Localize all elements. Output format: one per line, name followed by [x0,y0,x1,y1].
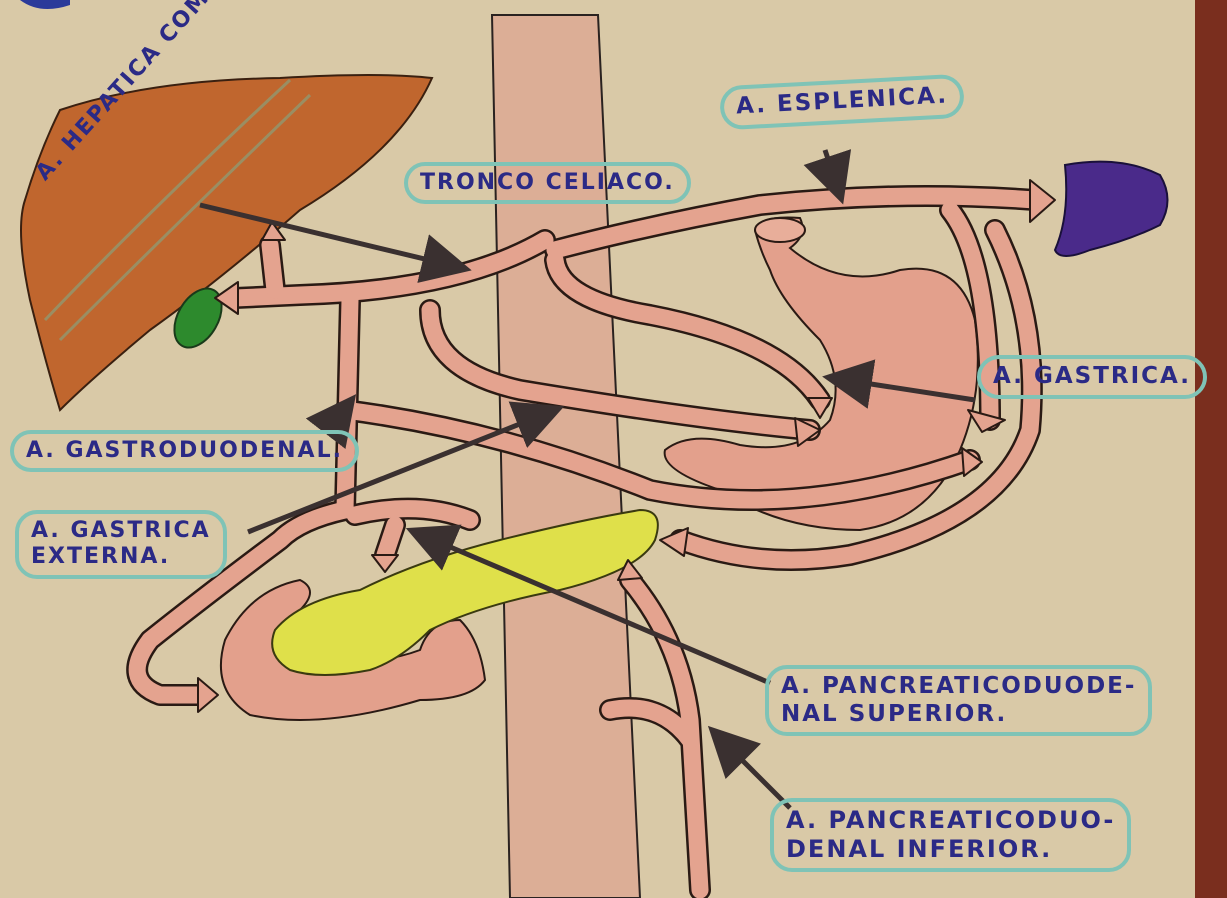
label-tronco-celiaco: TRONCO CELIACO. [404,162,691,204]
board-edge [1195,0,1227,898]
label-esplenica-text: A. ESPLENICA. [735,82,948,121]
esophagus-end [755,218,805,242]
label-gastrica: A. GASTRICA. [977,355,1207,399]
label-gastroduodenal-text: A. GASTRODUODENAL. [26,438,343,464]
label-gastrica-externa-line-1: A. GASTRICA [31,518,211,544]
label-gastrica-externa: A. GASTRICA EXTERNA. [15,510,227,579]
label-gastrica-externa-line-2: EXTERNA. [31,544,211,570]
label-panc-inf-line-2: DENAL INFERIOR. [786,835,1115,864]
label-tronco-text: TRONCO CELIACO. [420,170,675,196]
label-gastrica-text: A. GASTRICA. [993,363,1191,391]
label-panc-sup-line-1: A. PANCREATICODUODE- [781,673,1136,701]
label-panc-sup-line-2: NAL SUPERIOR. [781,701,1136,729]
label-panc-inf-line-1: A. PANCREATICODUO- [786,806,1115,835]
label-gastroduodenal: A. GASTRODUODENAL. [10,430,359,472]
label-pancreaticoduodenal-superior: A. PANCREATICODUODE- NAL SUPERIOR. [765,665,1152,736]
label-pancreaticoduodenal-inferior: A. PANCREATICODUO- DENAL INFERIOR. [770,798,1131,872]
